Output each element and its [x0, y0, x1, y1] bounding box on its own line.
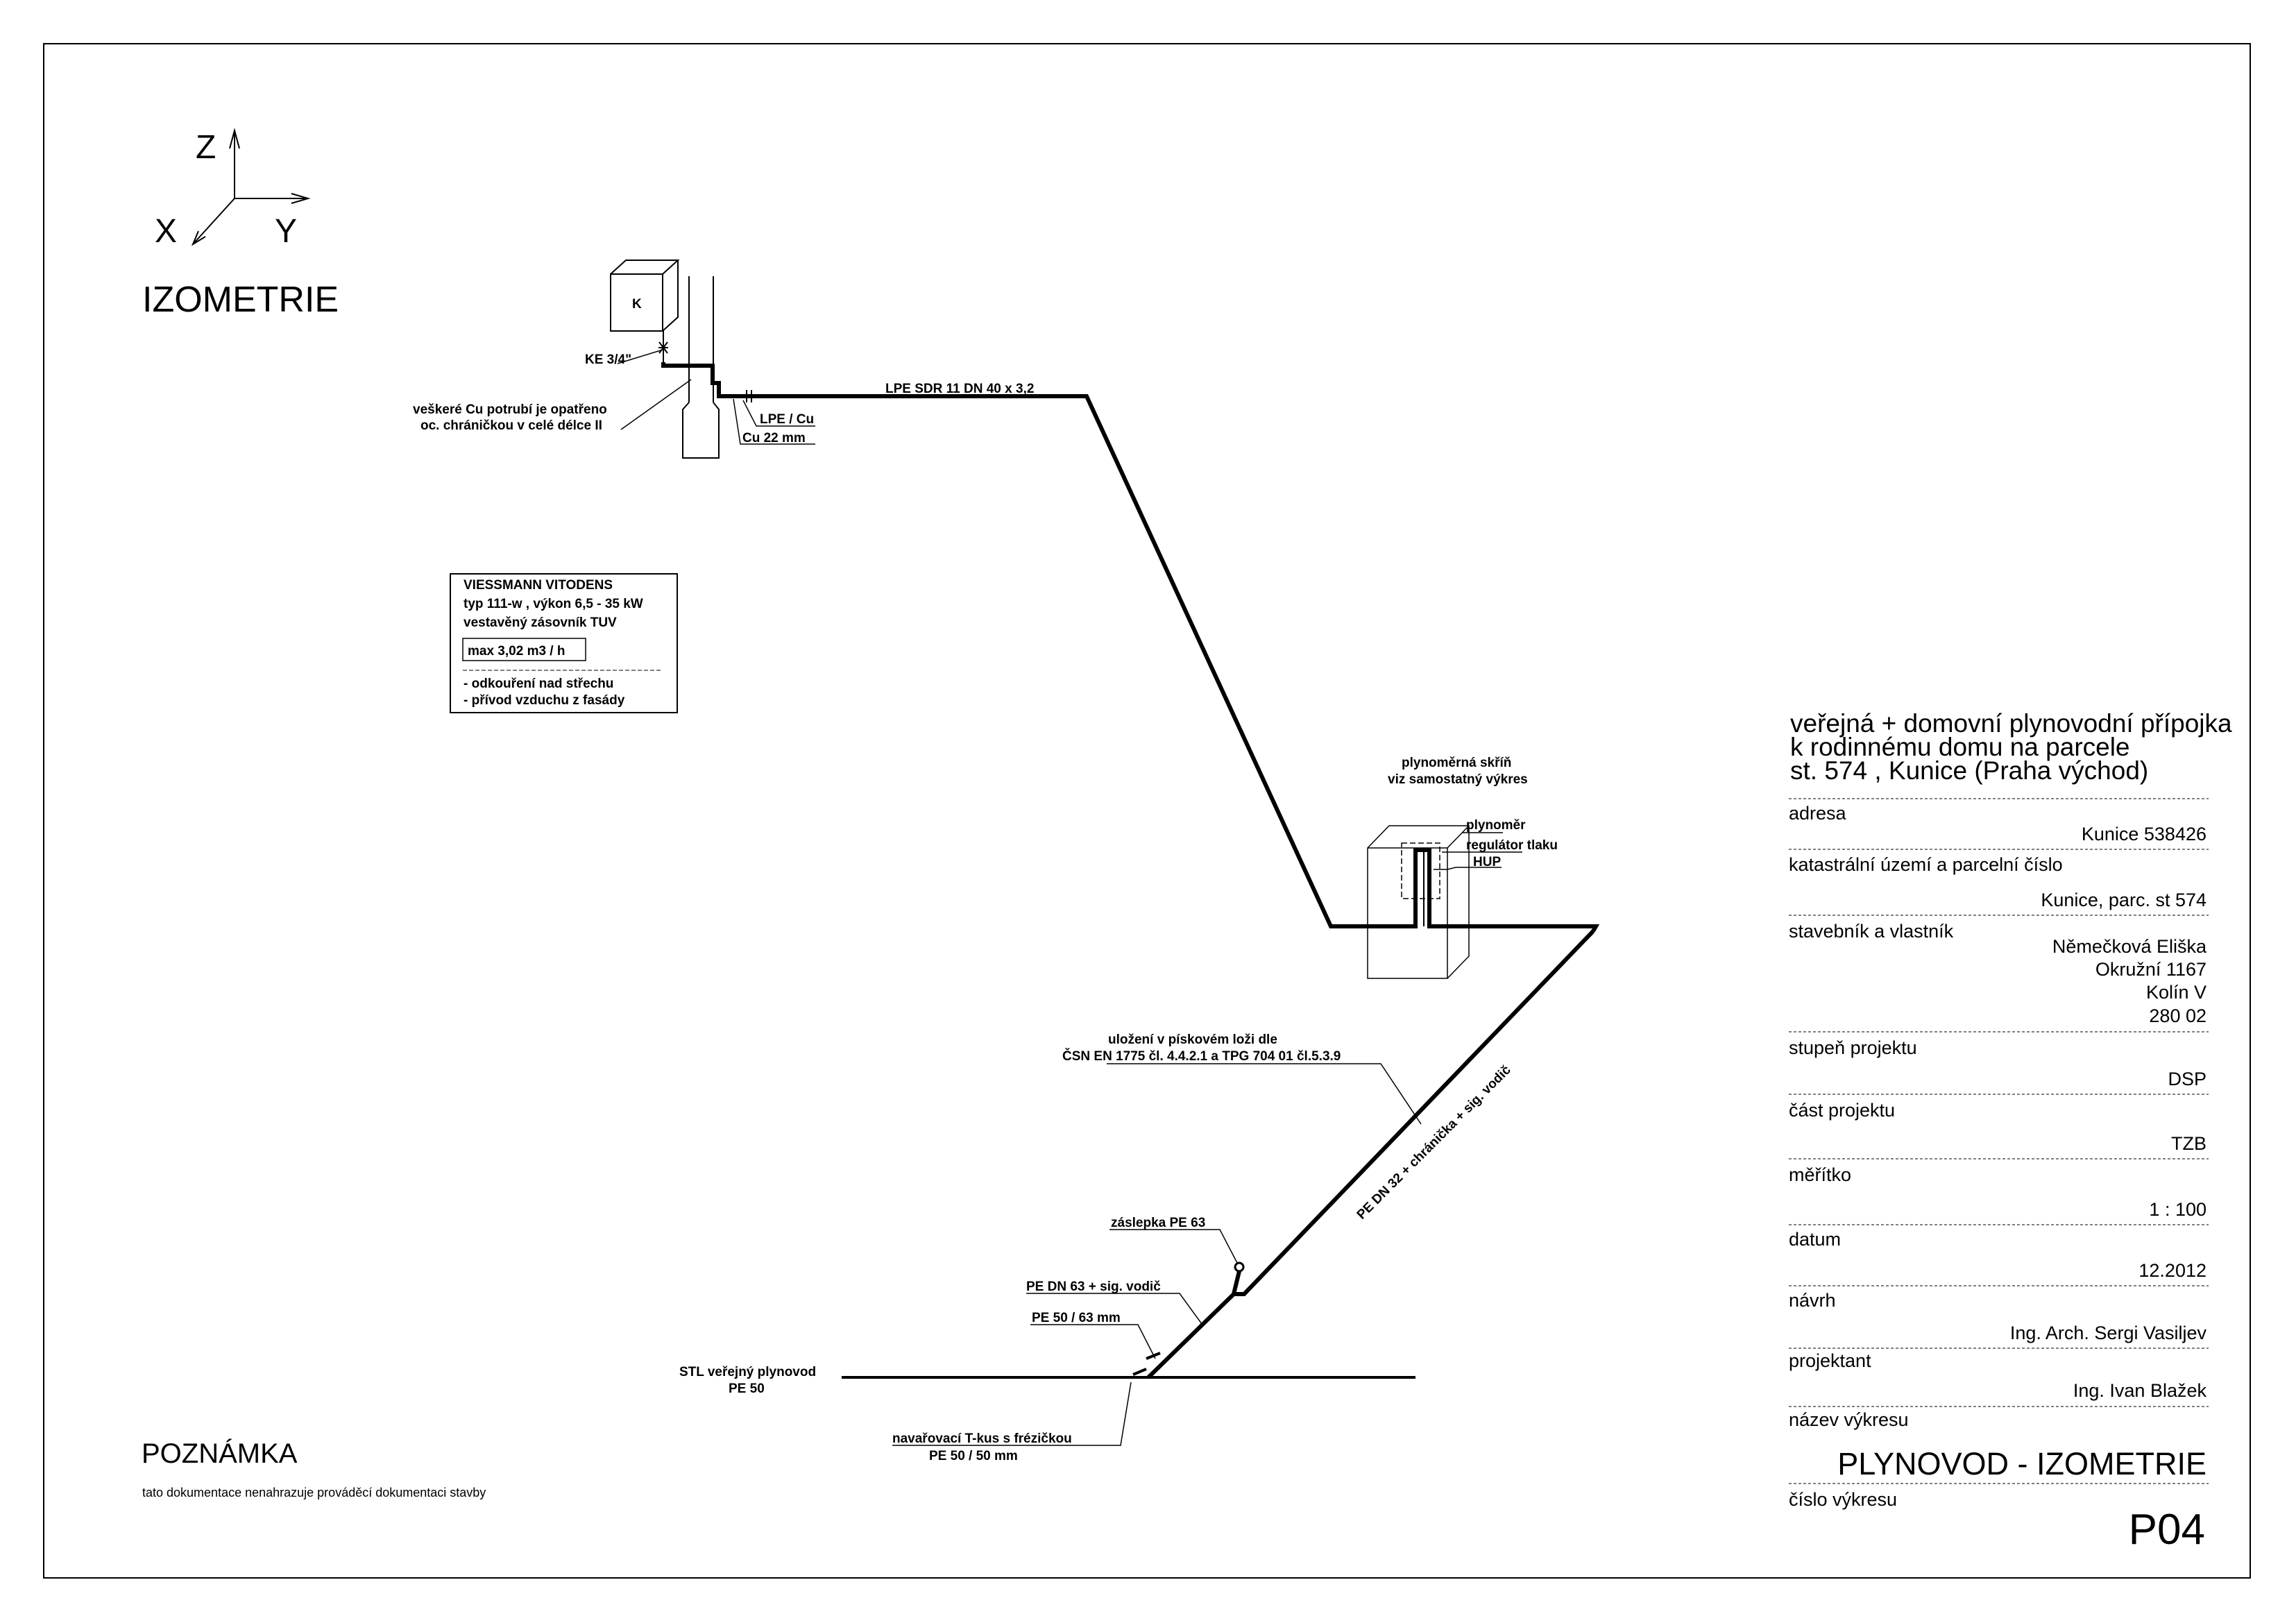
tb-drawing-name-label: název výkresu [1789, 1409, 1909, 1430]
title-block: veřejná + domovní plynovodní přípojka k … [1789, 709, 2232, 1554]
regulator-label: regulátor tlaku [1466, 838, 1558, 853]
tb-designer-value: Ing. Ivan Blažek [2073, 1380, 2207, 1401]
pe50-63-leader [1030, 1324, 1156, 1359]
cabinet-internal-pipe [1413, 848, 1600, 933]
hup-label: HUP [1473, 855, 1501, 869]
tee-mark [1132, 1368, 1147, 1376]
pe63-pipe [1146, 1271, 1241, 1379]
lpe-pipe [754, 394, 1418, 928]
plug-label: záslepka PE 63 [1111, 1216, 1205, 1230]
tb-owner-name: Němečková Eliška [2052, 936, 2207, 957]
meter-cabinet [1367, 825, 1470, 979]
cu-note-leader [620, 379, 692, 430]
view-title: IZOMETRIE [142, 280, 339, 320]
tee-label2: PE 50 / 50 mm [929, 1449, 1018, 1463]
tb-stage-value: DSP [2168, 1069, 2206, 1089]
note-text: tato dokumentace nenahrazuje prováděcí d… [142, 1486, 486, 1499]
cabinet-label1: plynoměrná skříň [1402, 756, 1511, 770]
spec-flow: max 3,02 m3 / h [468, 644, 565, 658]
tb-drawing-name-value: PLYNOVOD - IZOMETRIE [1837, 1446, 2206, 1481]
axis-z-label: Z [196, 129, 216, 166]
tb-designer-label: projektant [1789, 1350, 1871, 1371]
tee-leader [892, 1382, 1132, 1446]
valve-label: KE 3/4" [585, 352, 631, 367]
tb-title-1: veřejná + domovní plynovodní přípojka [1790, 709, 2232, 738]
reducer-mark [1146, 1352, 1161, 1360]
tb-owner-label: stavebník a vlastník [1789, 921, 1954, 942]
tb-title-2: k rodinnému domu na parcele [1790, 733, 2130, 761]
spec-line2: typ 111-w , výkon 6,5 - 35 kW [464, 597, 643, 611]
valve-symbol [658, 331, 668, 362]
axis-y-label: Y [275, 213, 297, 250]
tb-cadastre-value: Kunice, parc. st 574 [2041, 890, 2206, 910]
cu-pipe [661, 362, 754, 398]
pe63-leader [1026, 1293, 1202, 1325]
plug-leader [1109, 1229, 1238, 1264]
tb-owner-city: Kolín V [2146, 982, 2206, 1003]
tb-part-value: TZB [2171, 1133, 2206, 1154]
tb-stage-label: stupeň projektu [1789, 1037, 1917, 1058]
main-label2: PE 50 [729, 1382, 765, 1396]
spec-bullet2: - přívod vzduchu z fasády [464, 693, 625, 708]
cu22-leader [733, 398, 815, 445]
axis-triad [191, 128, 311, 246]
tb-drawing-no-label: číslo výkresu [1789, 1489, 1897, 1510]
main-label1: STL veřejný plynovod [679, 1365, 816, 1379]
spec-bullet1: - odkouření nad střechu [464, 677, 613, 691]
tb-date-value: 12.2012 [2138, 1260, 2206, 1281]
boiler-spec-box: VIESSMANN VITODENS typ 111-w , výkon 6,5… [450, 573, 678, 713]
pe32-label: PE DN 32 + chránička + sig. vodič [1354, 1062, 1514, 1222]
spec-line3: vestavěný zásovník TUV [464, 615, 617, 630]
boiler-symbol [610, 260, 680, 332]
cu-note-line2: oc. chráničkou v celé délce II [420, 418, 602, 433]
tee-label1: navařovací T-kus s frézičkou [892, 1431, 1072, 1446]
meter-label: plynoměr [1466, 818, 1526, 833]
cabinet-label2: viz samostatný výkres [1388, 772, 1528, 787]
tb-date-label: datum [1789, 1229, 1841, 1250]
tb-address-label: adresa [1789, 803, 1847, 824]
tb-scale-value: 1 : 100 [2149, 1199, 2206, 1220]
bedding-leader [1107, 1063, 1422, 1125]
axis-x-label: X [155, 213, 177, 250]
tb-address-value: Kunice 538426 [2082, 824, 2206, 844]
tb-design-value: Ing. Arch. Sergi Vasiljev [2010, 1323, 2207, 1343]
spec-line1: VIESSMANN VITODENS [464, 578, 613, 593]
lpe-pipe-label: LPE SDR 11 DN 40 x 3,2 [885, 382, 1034, 396]
tb-scale-label: měřítko [1789, 1164, 1851, 1185]
lpe-cu-leader [742, 400, 815, 427]
tb-owner-street: Okružní 1167 [2095, 959, 2206, 980]
sheet-frame [43, 43, 2251, 1579]
pe32-pipe [1234, 929, 1595, 1296]
tb-title-3: st. 574 , Kunice (Praha východ) [1790, 756, 2148, 785]
tb-part-label: část projektu [1789, 1100, 1895, 1121]
pe63-label: PE DN 63 + sig. vodič [1026, 1280, 1161, 1294]
bedding-line2: ČSN EN 1775 čl. 4.4.2.1 a TPG 704 01 čl.… [1062, 1048, 1341, 1064]
cu22-label: Cu 22 mm [742, 431, 806, 445]
boiler-letter: K [632, 297, 642, 312]
tb-owner-zip: 280 02 [2149, 1005, 2206, 1026]
tb-drawing-no-value: P04 [2129, 1506, 2205, 1554]
cu-note-line1: veškeré Cu potrubí je opatřeno [413, 402, 607, 417]
note-heading: POZNÁMKA [142, 1438, 298, 1469]
tb-cadastre-label: katastrální území a parcelní číslo [1789, 854, 2063, 875]
lpe-cu-label: LPE / Cu [760, 412, 814, 427]
tb-design-label: návrh [1789, 1290, 1836, 1311]
pe50-63-label: PE 50 / 63 mm [1032, 1311, 1121, 1325]
valve-leader [617, 350, 661, 364]
bedding-line1: uložení v pískovém loži dle [1108, 1033, 1277, 1047]
plug-symbol [1234, 1261, 1245, 1273]
